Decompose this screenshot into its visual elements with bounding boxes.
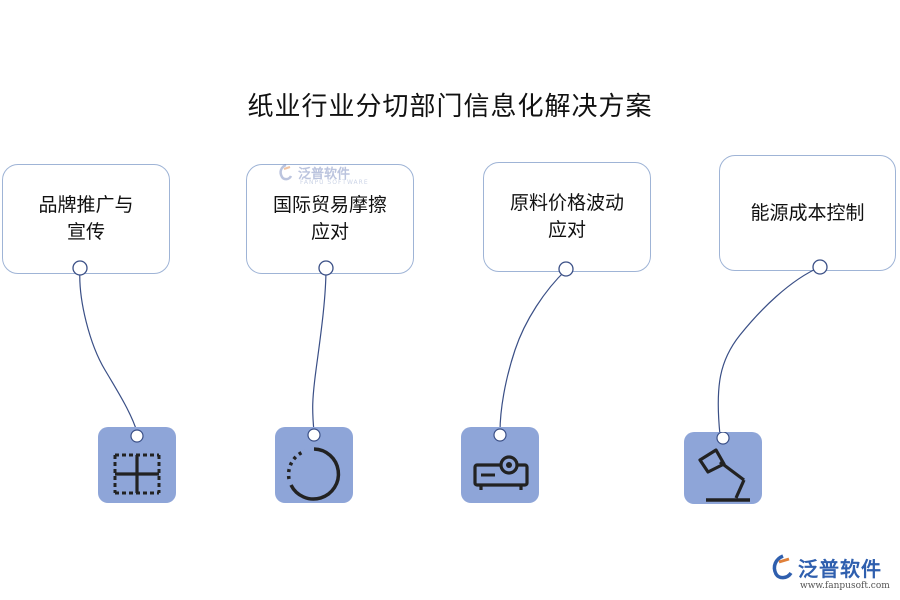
card-trade-friction: 国际贸易摩擦应对 [246, 164, 414, 274]
card-label-line2: 应对 [547, 219, 586, 241]
tile-dashed-circle [275, 427, 353, 503]
grid-crosshair-icon [113, 429, 161, 495]
card-label-line1: 能源成本控制 [750, 201, 865, 224]
watermark-logo: 泛普软件 FANPU SOFTWARE [276, 163, 376, 189]
connector-2 [312, 267, 327, 433]
watermark-subtitle: FANPU SOFTWARE [300, 179, 369, 186]
page-title: 纸业行业分切部门信息化解决方案 [247, 92, 653, 122]
brand-logo: 泛普软件 www.fanpusoft.com [768, 553, 896, 595]
tile-projector [461, 427, 539, 503]
brand-name: 泛普软件 [798, 557, 882, 581]
connector-3 [499, 269, 567, 433]
watermark-name: 泛普软件 [298, 167, 351, 182]
brand-url: www.fanpusoft.com [800, 581, 890, 591]
card-label-line2: 宣传 [66, 221, 105, 243]
tile-grid [98, 427, 176, 503]
card-label-line1: 原料价格波动 [509, 192, 624, 214]
brand-mark-icon [772, 554, 793, 580]
card-label-line2: 应对 [310, 221, 349, 243]
watermark-mark-icon [279, 163, 293, 181]
card-label-line1: 国际贸易摩擦 [272, 194, 387, 216]
projector-icon [473, 428, 529, 490]
dashed-circle-icon [286, 428, 341, 501]
card-energy-cost: 能源成本控制 [719, 155, 896, 271]
desk-lamp-icon [698, 432, 750, 502]
connector-4 [717, 266, 821, 436]
connector-1 [79, 267, 138, 433]
tile-desk-lamp [684, 432, 762, 504]
card-brand-promotion: 品牌推广与宣传 [2, 164, 170, 274]
card-material-price: 原料价格波动应对 [483, 162, 651, 272]
card-label-line1: 品牌推广与 [38, 194, 134, 216]
